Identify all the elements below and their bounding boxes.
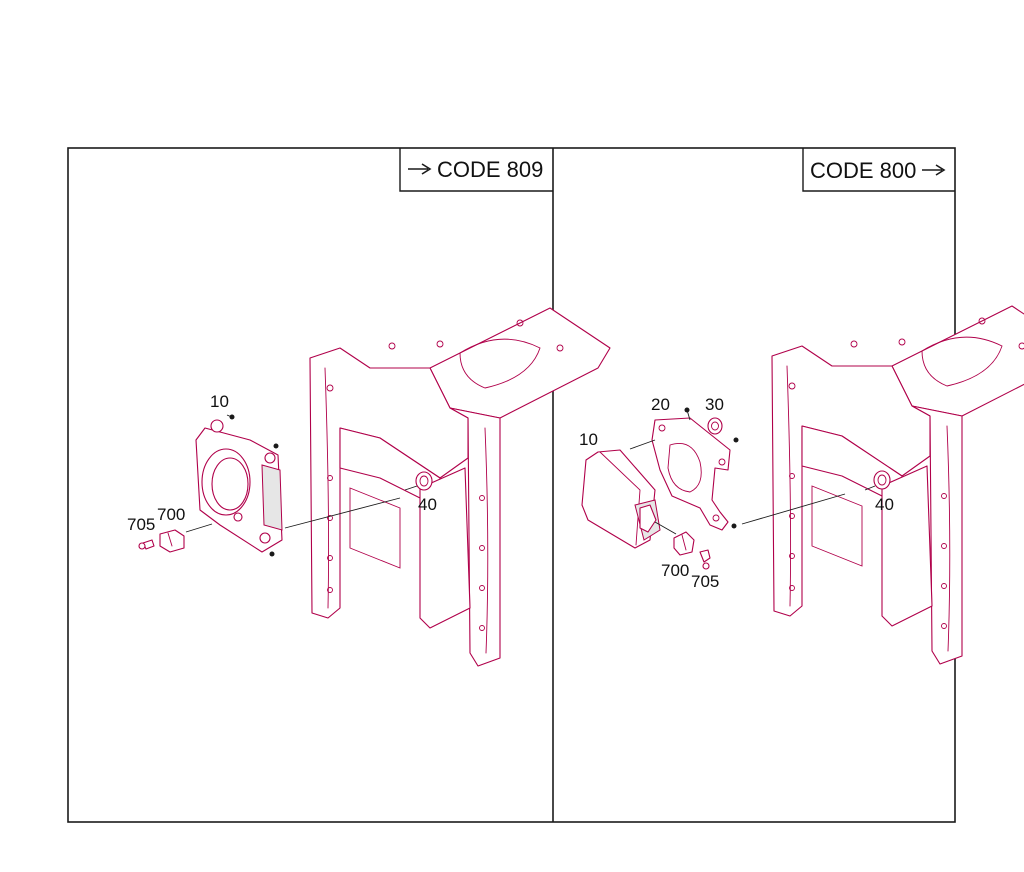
right-connector-700 <box>673 531 695 556</box>
right-nut-40 <box>864 470 891 491</box>
code-800-label: CODE 800 <box>810 158 916 183</box>
right-connector-leader <box>654 521 677 535</box>
right-pin-705 <box>699 549 711 570</box>
right-mounting-bracket <box>771 305 1024 665</box>
right-sensor-leader <box>629 439 656 450</box>
code-809-box: CODE 809 <box>399 148 553 192</box>
right-leader-line <box>741 493 846 525</box>
left-connector-leader <box>185 523 213 533</box>
left-nut-40 <box>404 471 433 491</box>
callout-700-right: 700 <box>661 561 689 580</box>
arrow-right-icon <box>408 163 432 175</box>
callout-700-left: 700 <box>157 505 185 524</box>
left-sensor-unit-10 <box>195 414 283 557</box>
left-pin-705 <box>138 539 155 550</box>
left-connector-700 <box>159 529 185 553</box>
callout-40-left: 40 <box>418 495 437 514</box>
left-leader-line <box>284 497 401 529</box>
callout-705-right: 705 <box>691 572 719 591</box>
callout-30-right: 30 <box>705 395 724 414</box>
callout-705-left: 705 <box>127 515 155 534</box>
right-sensor-unit-10 <box>581 449 661 549</box>
callout-10-left: 10 <box>210 392 229 411</box>
code-800-box: CODE 800 <box>802 148 955 192</box>
code-809-label: CODE 809 <box>437 157 543 182</box>
callout-40-right: 40 <box>875 495 894 514</box>
left-panel: CODE 809 <box>127 148 611 667</box>
callout-20-right: 20 <box>651 395 670 414</box>
right-bracket-20 <box>651 407 739 531</box>
right-panel: CODE 800 <box>579 148 1024 665</box>
arrow-right-icon <box>922 164 946 176</box>
callout-10-right: 10 <box>579 430 598 449</box>
left-mounting-bracket <box>309 307 611 667</box>
right-nut-30 <box>707 417 723 435</box>
